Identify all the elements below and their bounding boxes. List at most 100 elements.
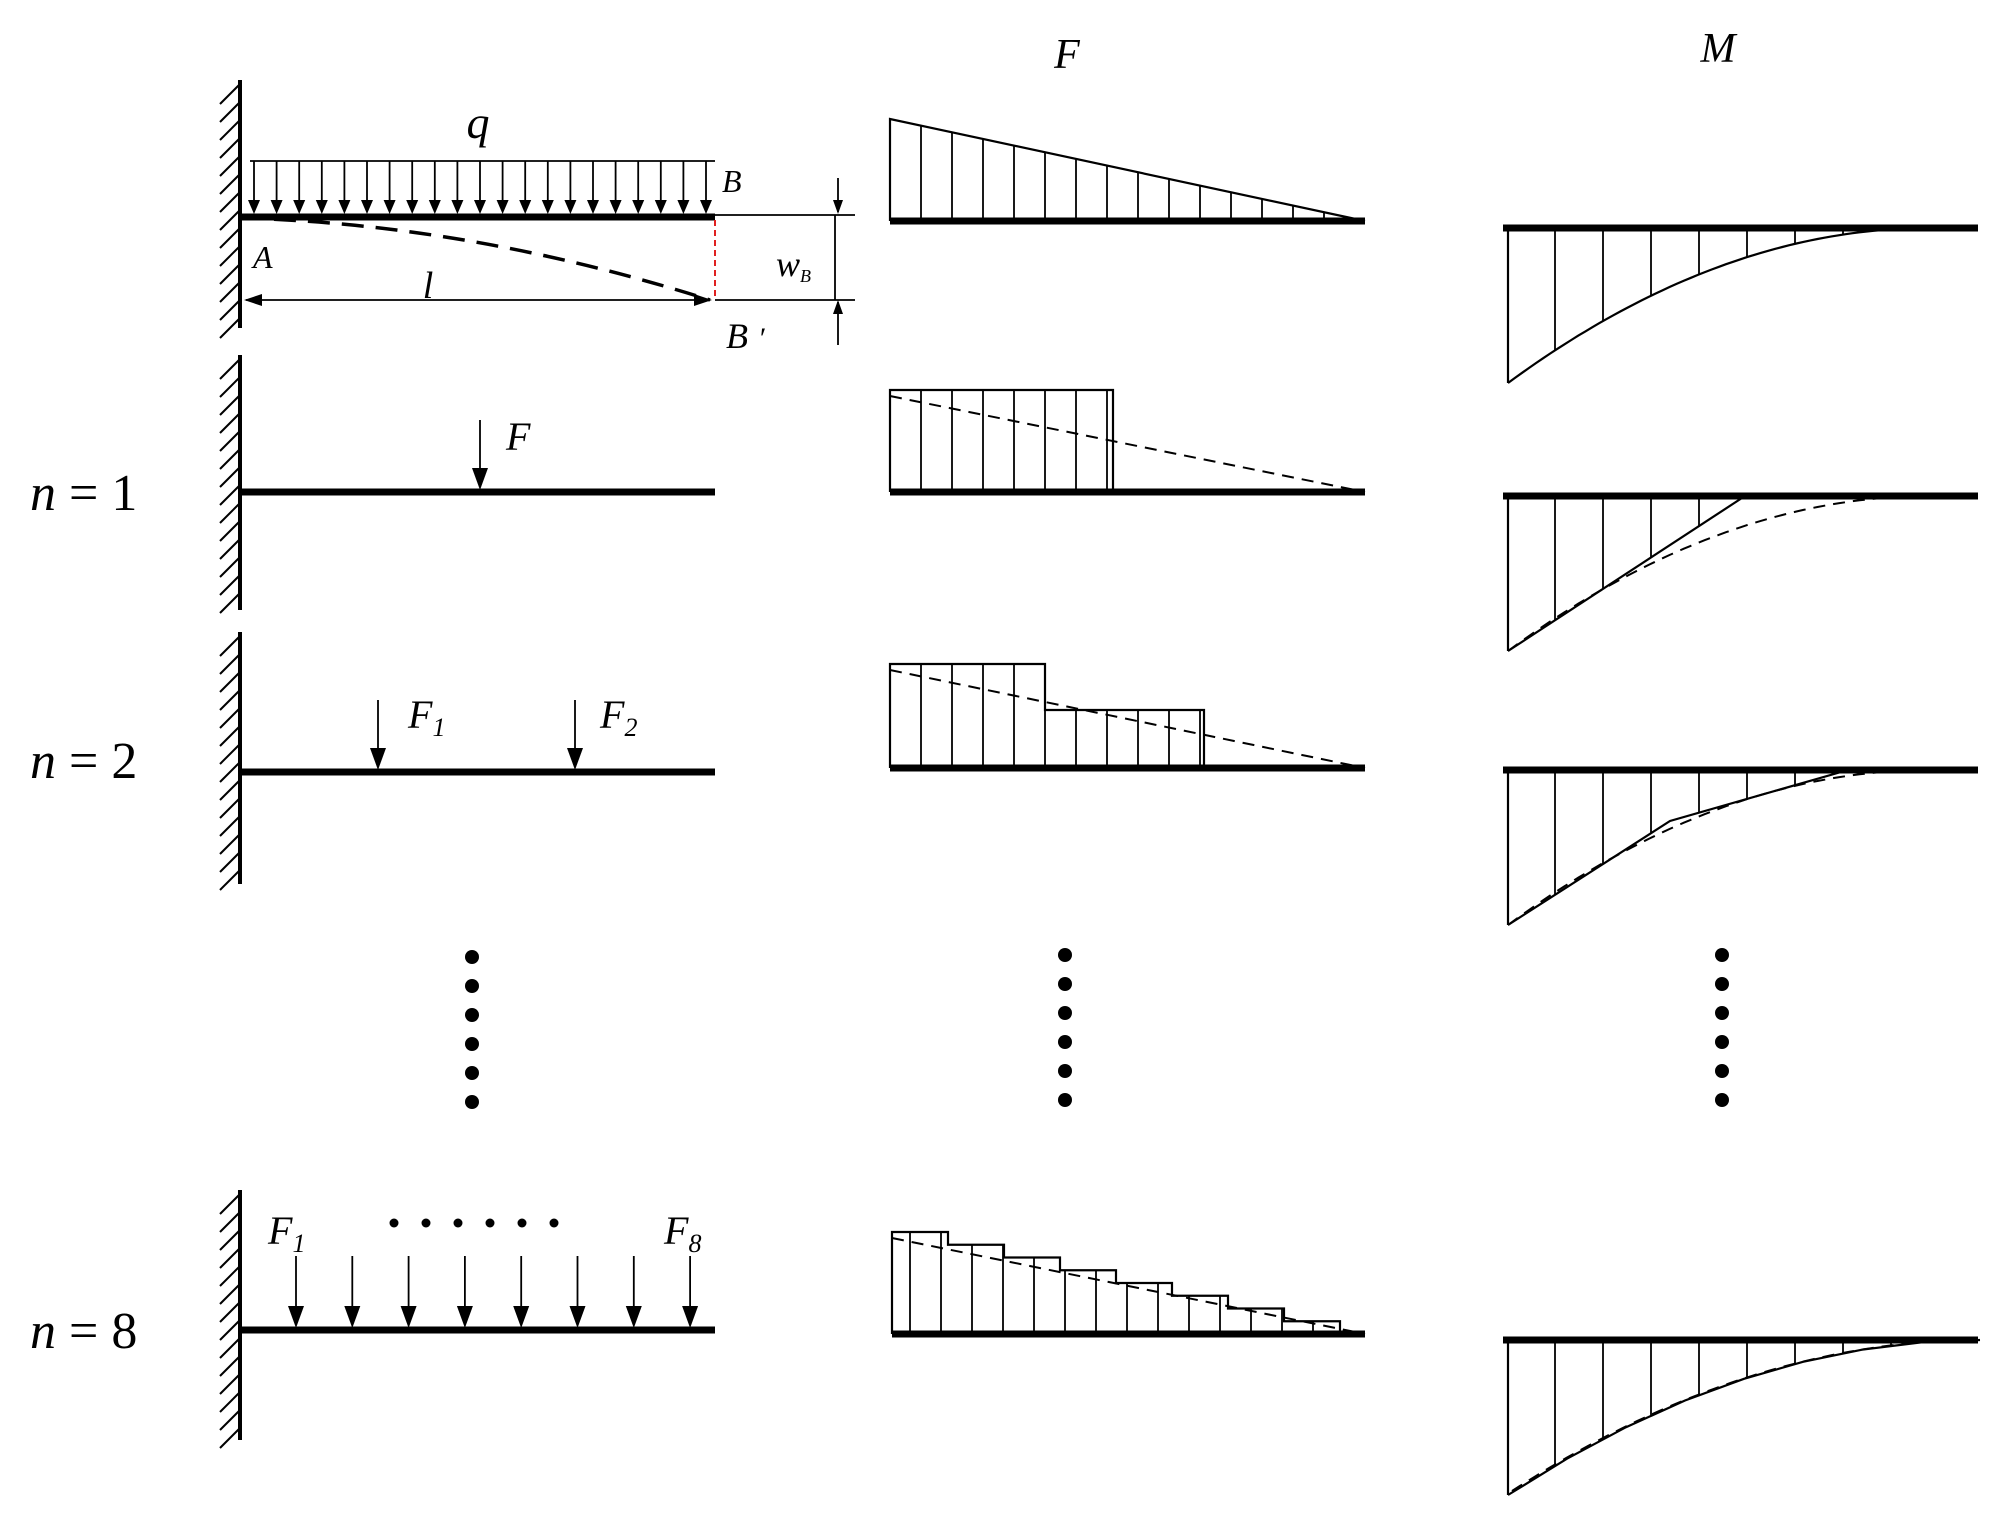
top-cantilever-beam — [239, 160, 855, 345]
length-arrow-left — [244, 294, 262, 306]
wall-n2-hatch — [219, 689, 241, 711]
shear-column-title: F — [1053, 32, 1080, 78]
load-arrow — [248, 161, 260, 214]
top-wall-hatch — [219, 245, 241, 267]
wall-n8-hatch — [219, 1427, 241, 1449]
load-arrow — [496, 161, 509, 214]
load-arrow-head — [270, 200, 283, 214]
ellipsis-dot-n8 — [389, 1218, 399, 1228]
force-label-n8-f8: F8 — [663, 1208, 701, 1258]
force-arrow-n8 — [569, 1256, 586, 1328]
wall-n8-hatch — [219, 1409, 241, 1431]
vertical-ellipsis-2 — [1058, 948, 1072, 1107]
moment-diagram-n8 — [1503, 1336, 1981, 1496]
ellipsis-dot-n8 — [549, 1218, 559, 1228]
moment-reference-n2 — [1507, 769, 1930, 926]
top-wall-hatch — [219, 317, 241, 339]
wall-n1-hatch — [219, 448, 241, 470]
length-arrow-right — [694, 294, 712, 306]
load-arrow-head — [474, 200, 486, 214]
force-arrow-n1 — [472, 420, 488, 490]
wall-n2-hatch — [219, 635, 241, 657]
force-label-n8-f1: F1 — [267, 1208, 305, 1258]
top-wall-hatch — [219, 155, 241, 177]
force-arrow-n2-f1-head — [370, 748, 386, 770]
top-wall-hatch — [219, 191, 241, 213]
moment-column-title: M — [1700, 26, 1738, 72]
top-wall-hatch — [219, 119, 241, 141]
beam-n2 — [240, 700, 715, 776]
wall-n2-hatch — [219, 833, 241, 855]
wall-n1-hatch — [219, 592, 241, 614]
wall-n1-hatch — [219, 520, 241, 542]
force-arrow-n2-f1 — [370, 700, 386, 770]
shear-diagram-n8 — [890, 1230, 1366, 1338]
top-wall-hatch — [219, 101, 241, 123]
wall-n1-hatch — [219, 430, 241, 452]
wall-n8-hatch — [219, 1211, 241, 1233]
ellipsis-dot-n8 — [485, 1218, 495, 1228]
vertical-ellipsis-1 — [465, 950, 479, 1109]
load-arrow — [293, 161, 306, 214]
force-label-n2-f1: F1 — [407, 692, 445, 742]
force-arrow-n8 — [513, 1256, 530, 1328]
ellipsis-dot — [465, 979, 479, 993]
wall-n1-hatch — [219, 502, 241, 524]
wall-n8 — [219, 1190, 242, 1449]
shear-outline-top — [888, 117, 1366, 223]
force-arrow-n8-head — [344, 1306, 361, 1328]
moment-polyline-n8 — [1507, 1338, 1981, 1496]
wall-n8-hatch — [219, 1229, 241, 1251]
moment-diagram-n2 — [1503, 766, 1978, 926]
force-arrow-n8 — [344, 1256, 361, 1328]
load-arrow — [338, 161, 351, 214]
wall-n1-hatch — [219, 466, 241, 488]
deflection-curve — [239, 216, 711, 302]
load-arrow — [451, 161, 464, 214]
shear-diagram-top — [888, 117, 1366, 225]
wall-n2-hatch — [219, 779, 241, 801]
ellipsis-dot — [1058, 1035, 1072, 1049]
ellipsis-dot — [465, 1008, 479, 1022]
ellipsis-dot — [1715, 1064, 1729, 1078]
force-arrow-n8-head — [456, 1306, 473, 1328]
load-arrow — [632, 161, 645, 214]
load-arrow-head — [293, 200, 306, 214]
load-arrow-head — [383, 200, 396, 214]
ellipsis-dot-n8 — [453, 1218, 463, 1228]
force-arrow-n8-head — [400, 1306, 417, 1328]
wall-n8-hatch — [219, 1319, 241, 1341]
shear-outline-n2 — [888, 662, 1206, 768]
load-arrow — [654, 161, 667, 214]
wall-n2-hatch — [219, 743, 241, 765]
moment-line-n2 — [1507, 768, 1849, 926]
deflection-arrowhead-bottom — [833, 300, 843, 314]
wall-n1-hatch — [219, 358, 241, 380]
moment-line-n1 — [1507, 495, 1746, 652]
wall-n1-hatch — [219, 556, 241, 578]
load-arrow-head — [541, 200, 554, 214]
force-arrow-n2-f2-head — [567, 748, 583, 770]
moment-reference-n8 — [1511, 1339, 1980, 1492]
load-arrow-head — [496, 200, 509, 214]
load-arrow-head — [361, 200, 373, 214]
ellipsis-dot — [1058, 1064, 1072, 1078]
load-arrow-head — [677, 200, 690, 214]
wall-n2-hatch — [219, 671, 241, 693]
load-arrow — [361, 161, 373, 214]
shear-reference-n2 — [889, 669, 1366, 769]
ellipsis-dot — [1715, 1093, 1729, 1107]
wall-n1-hatch — [219, 484, 241, 506]
load-arrow-head — [451, 200, 464, 214]
load-arrow — [587, 161, 599, 214]
force-arrow-n8-head — [288, 1306, 304, 1328]
top-wall-hatch — [219, 227, 241, 249]
load-arrow — [270, 161, 283, 214]
load-arrow — [677, 161, 690, 214]
shear-diagram-n1 — [888, 388, 1366, 496]
load-arrow — [564, 161, 577, 214]
load-arrow-head — [315, 200, 328, 214]
force-arrow-n8 — [625, 1256, 642, 1328]
wall-n2-hatch — [219, 707, 241, 729]
